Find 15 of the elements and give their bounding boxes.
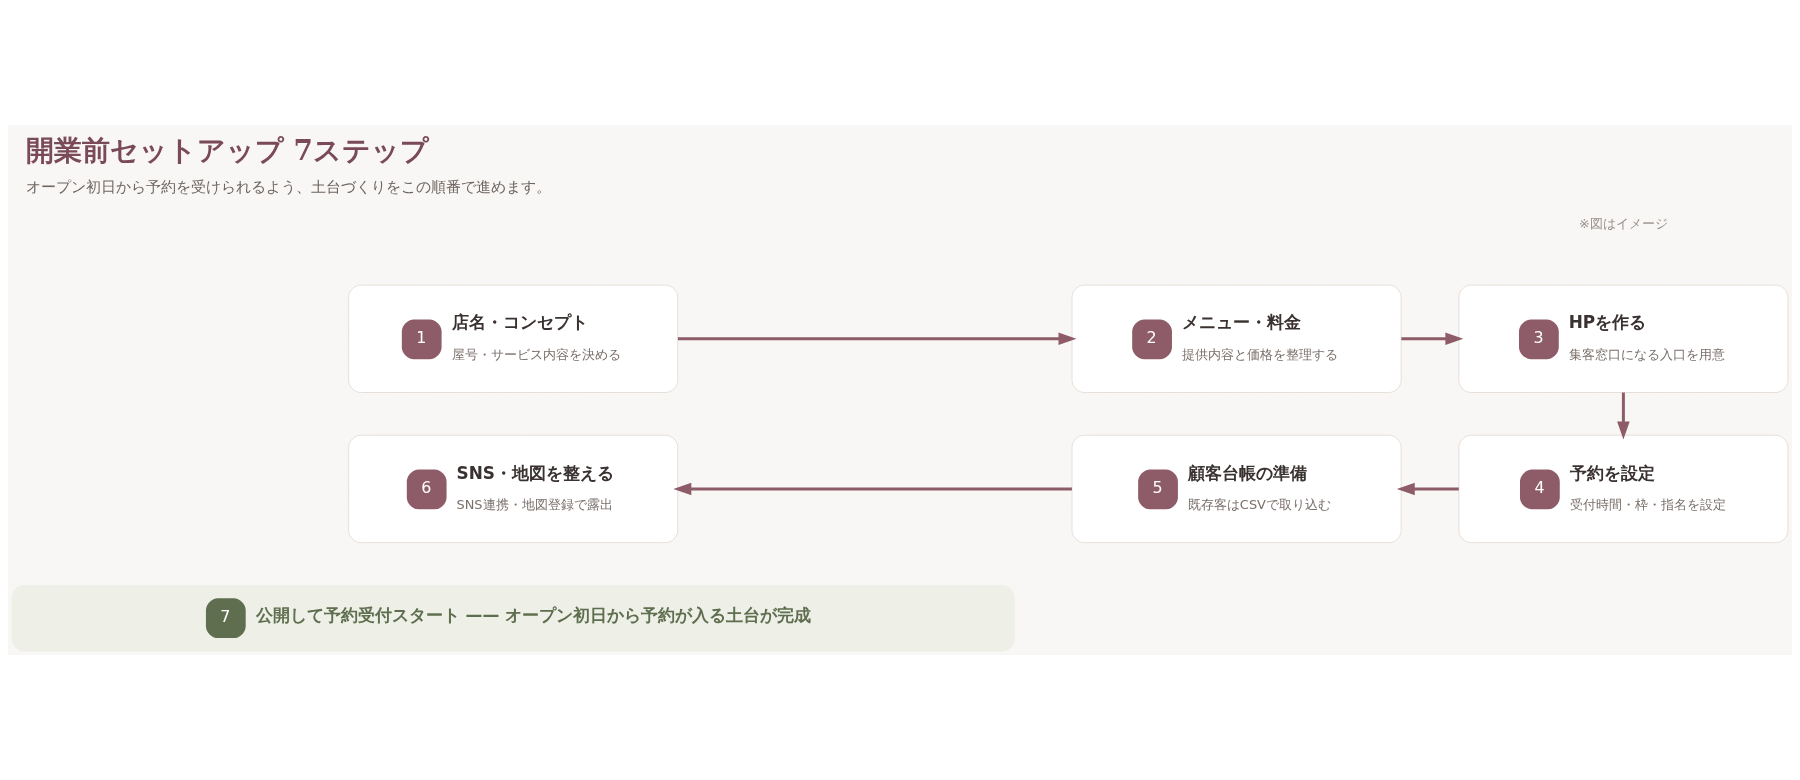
- node-box: 7 公開して予約受付スタート —— オープン初日から予約が入る土台が完成: [11, 584, 1015, 652]
- node-box: 3 HPを作る 集客窓口になる入口を用意: [1458, 284, 1789, 393]
- arrow: [1401, 332, 1464, 346]
- arrow: [1617, 392, 1630, 440]
- diagram-title: 開業前セットアップ 7ステップ: [25, 134, 430, 168]
- node-box: 2 メニュー・料金 提供内容と価格を整理する: [1071, 284, 1402, 393]
- label: ※図はイメージ: [1578, 215, 1668, 231]
- node-box: 1 店名・コンセプト 屋号・サービス内容を決める: [348, 284, 679, 393]
- arrow: [677, 332, 1077, 346]
- node-box: 5 顧客台帳の準備 既存客はCSVで取り込む: [1071, 434, 1402, 544]
- arrow: [673, 482, 1072, 496]
- arrow: [1396, 482, 1459, 496]
- caption: オープン初日から予約を受けられるよう、土台づくりをこの順番で進めます。: [25, 177, 551, 196]
- node-box: 6 SNS・地図を整える SNS連携・地図登録で露出: [348, 434, 679, 544]
- node-box: 4 予約を設定 受付時間・枠・指名を設定: [1458, 434, 1789, 544]
